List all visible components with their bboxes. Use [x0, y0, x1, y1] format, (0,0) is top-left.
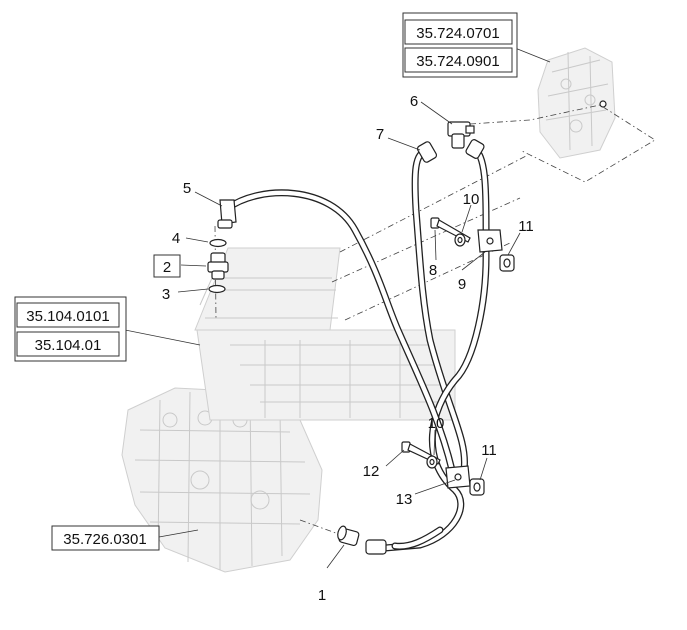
ref-box-35-726-0301[interactable]: [51, 525, 160, 551]
o-ring-3: [208, 284, 226, 294]
o-ring-4: [209, 238, 227, 248]
callout-7: 7: [376, 126, 384, 143]
callout-5: 5: [183, 180, 191, 197]
callout-3: 3: [162, 286, 170, 303]
callout-2: 2: [163, 259, 171, 276]
ref-label-35-726-0301[interactable]: 35.726.0301: [63, 531, 146, 548]
callout-11-upper: 11: [518, 218, 534, 235]
ref-box-35-104-01[interactable]: [16, 331, 120, 357]
nut-11-lower: [469, 478, 485, 496]
nut-11-upper: [499, 254, 515, 272]
ghost-plate-stack: [194, 247, 456, 421]
clamp-9: [477, 229, 503, 253]
reference-group-35-104: 35.104.0101 35.104.01: [14, 296, 127, 362]
callout-4: 4: [172, 230, 180, 247]
hose-end-fitting-upper-right: [465, 139, 485, 159]
callout-8: 8: [429, 262, 437, 279]
ref-label-35-104-0101[interactable]: 35.104.0101: [26, 308, 109, 325]
hydraulic-hose-7: [411, 148, 469, 474]
callout-10-upper: 10: [463, 191, 480, 208]
tee-fitting-6: [447, 121, 475, 149]
hydraulic-hose-return: [381, 144, 490, 552]
adapter-fitting-1: [337, 525, 360, 547]
callout-9: 9: [458, 276, 466, 293]
callout-1: 1: [318, 587, 326, 604]
washer-10-upper: [454, 233, 466, 247]
callout-leaders: [124, 47, 551, 569]
callout-11-lower: 11: [481, 442, 497, 459]
ref-label-35-724-0901[interactable]: 35.724.0901: [416, 53, 499, 70]
washer-10-lower: [426, 455, 438, 469]
callout-2-box: [153, 254, 181, 278]
hose-end-fitting-7: [416, 141, 438, 163]
clamp-13: [445, 465, 471, 489]
adapter-fitting-2: [207, 252, 229, 280]
hydraulic-hose-5-sleeve: [391, 526, 444, 550]
ghost-valve-block-upper: [537, 47, 616, 159]
callout-6: 6: [410, 93, 418, 110]
callout-10-lower: 10: [428, 415, 445, 432]
hydraulic-hose-5: [224, 189, 456, 474]
ref-box-35-724-0901[interactable]: [404, 47, 513, 73]
reference-group-35-726: 35.726.0301: [51, 525, 160, 551]
hose-end-fitting-lower: [365, 539, 387, 555]
reference-group-35-724: 35.724.0701 35.724.0901: [402, 12, 518, 78]
valve-port-marker: [599, 100, 607, 108]
callout-13: 13: [396, 491, 413, 508]
ref-label-35-724-0701[interactable]: 35.724.0701: [416, 25, 499, 42]
ref-label-35-104-01[interactable]: 35.104.01: [35, 337, 102, 354]
callout-12: 12: [363, 463, 380, 480]
elbow-fitting-5: [217, 199, 237, 229]
ref-box-35-104-0101[interactable]: [16, 302, 120, 328]
ref-box-35-724-0701[interactable]: [404, 19, 513, 45]
